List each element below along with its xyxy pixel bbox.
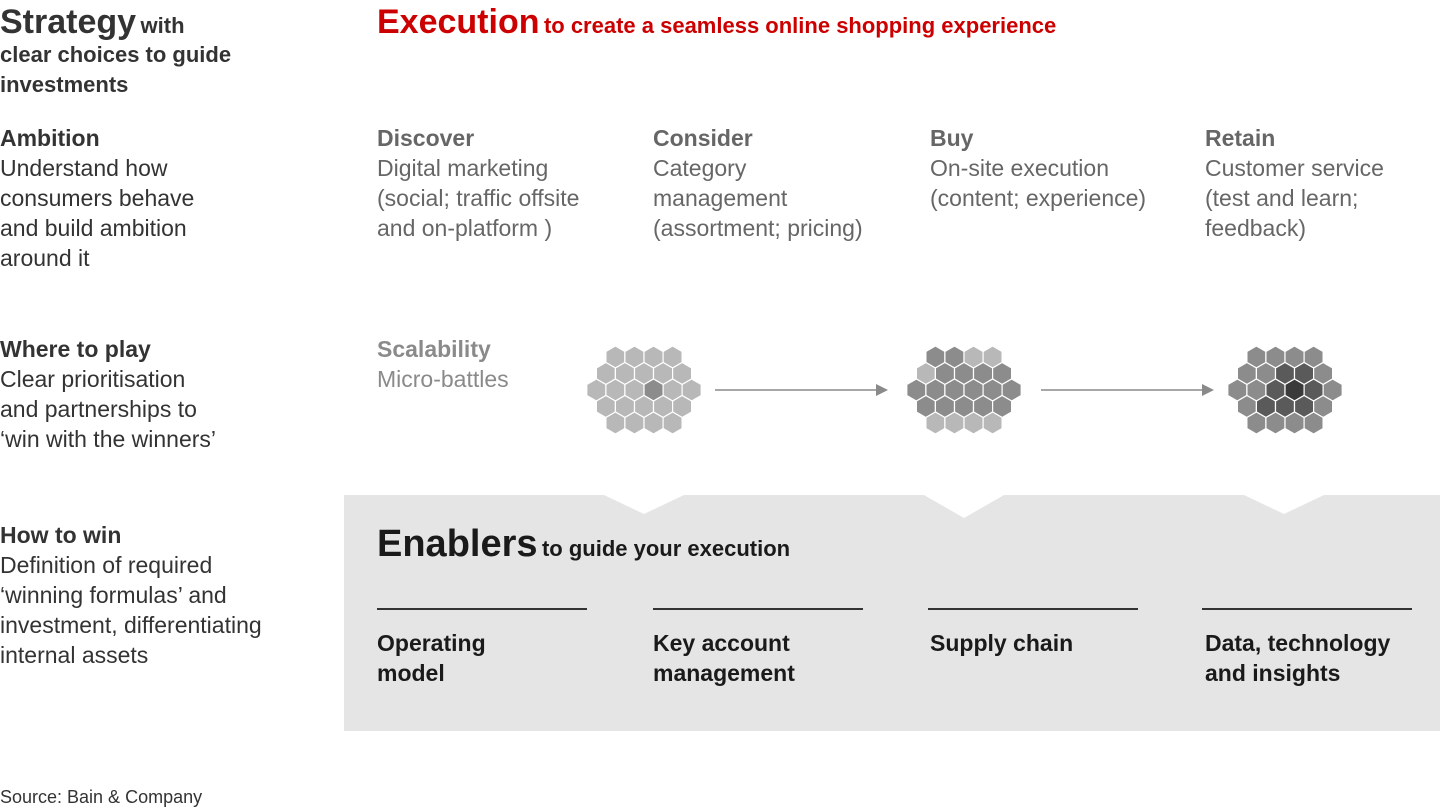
enablers-header: Enablers to guide your execution bbox=[377, 522, 1277, 566]
hex-cell bbox=[1284, 411, 1305, 435]
where-to-play-line-2: and partnerships to bbox=[0, 396, 197, 422]
hex-cell bbox=[963, 411, 984, 435]
strategy-title: Strategy bbox=[0, 3, 137, 41]
enabler-operating-model: Operating model bbox=[377, 628, 617, 688]
scalability-text: Micro-battles bbox=[377, 366, 509, 392]
arrow-1 bbox=[715, 384, 888, 396]
hex-cluster-3 bbox=[1227, 345, 1343, 435]
enabler-key-account-management: Key account management bbox=[653, 628, 893, 688]
stage-consider-heading: Consider bbox=[653, 125, 753, 151]
enabler-divider-2 bbox=[653, 608, 863, 610]
enablers-panel bbox=[344, 495, 1440, 731]
stage-retain-heading: Retain bbox=[1205, 125, 1276, 151]
stage-discover-heading: Discover bbox=[377, 125, 475, 151]
hex-cell bbox=[1265, 411, 1286, 435]
enabler-supply-chain: Supply chain bbox=[930, 628, 1170, 658]
stage-retain-line-3: feedback) bbox=[1205, 215, 1307, 241]
arrow-2 bbox=[1041, 384, 1214, 396]
execution-title: Execution bbox=[377, 3, 540, 41]
stage-consider: Consider Category management (assortment… bbox=[653, 123, 918, 243]
hex-cell bbox=[982, 411, 1003, 435]
hex-cell bbox=[624, 411, 645, 435]
stage-buy-heading: Buy bbox=[930, 125, 974, 151]
stage-retain: Retain Customer service (test and learn;… bbox=[1205, 123, 1435, 243]
stage-buy-line-2: (content; experience) bbox=[930, 185, 1147, 211]
enabler-1-line-2: model bbox=[377, 660, 445, 686]
enablers-subtitle: to guide your execution bbox=[541, 536, 791, 561]
enabler-divider-4 bbox=[1202, 608, 1412, 610]
hex-cell bbox=[605, 411, 626, 435]
hex-cell bbox=[643, 411, 664, 435]
strategy-header: Strategy with clear choices to guide inv… bbox=[0, 2, 330, 100]
source-note: Source: Bain & Company bbox=[0, 787, 203, 807]
stage-buy: Buy On-site execution (content; experien… bbox=[930, 123, 1195, 213]
how-to-win-line-4: internal assets bbox=[0, 642, 149, 668]
stage-discover-line-2: (social; traffic offsite bbox=[377, 185, 580, 211]
stage-discover: Discover Digital marketing (social; traf… bbox=[377, 123, 642, 243]
how-to-win-line-1: Definition of required bbox=[0, 552, 213, 578]
stage-consider-line-3: (assortment; pricing) bbox=[653, 215, 863, 241]
stage-discover-line-1: Digital marketing bbox=[377, 155, 549, 181]
enabler-divider-3 bbox=[928, 608, 1138, 610]
hex-cell bbox=[925, 411, 946, 435]
how-to-win-line-2: ‘winning formulas’ and bbox=[0, 582, 227, 608]
hex-cluster-2 bbox=[906, 345, 1022, 435]
ambition-line-2: consumers behave bbox=[0, 185, 195, 211]
where-to-play-line-1: Clear prioritisation bbox=[0, 366, 186, 392]
scalability-block: Scalability Micro-battles bbox=[377, 334, 577, 394]
execution-subtitle: to create a seamless online shopping exp… bbox=[543, 13, 1057, 38]
strategy-subtitle-2: investments bbox=[0, 72, 129, 97]
stage-consider-line-2: management bbox=[653, 185, 788, 211]
stage-consider-line-1: Category bbox=[653, 155, 747, 181]
ambition-line-3: and build ambition bbox=[0, 215, 187, 241]
ambition-block: Ambition Understand how consumers behave… bbox=[0, 123, 330, 273]
enabler-data-technology: Data, technology and insights bbox=[1205, 628, 1435, 688]
where-to-play-heading: Where to play bbox=[0, 336, 151, 362]
how-to-win-heading: How to win bbox=[0, 522, 122, 548]
hex-cell bbox=[944, 411, 965, 435]
hex-cell bbox=[662, 411, 683, 435]
enabler-4-line-1: Data, technology bbox=[1205, 630, 1391, 656]
ambition-heading: Ambition bbox=[0, 125, 100, 151]
enabler-divider-1 bbox=[377, 608, 587, 610]
strategy-title-suffix: with bbox=[140, 13, 185, 38]
ambition-line-4: around it bbox=[0, 245, 90, 271]
enabler-1-line-1: Operating bbox=[377, 630, 486, 656]
enabler-2-line-1: Key account bbox=[653, 630, 790, 656]
stage-discover-line-3: and on-platform ) bbox=[377, 215, 553, 241]
how-to-win-line-3: investment, differentiating bbox=[0, 612, 262, 638]
stage-retain-line-2: (test and learn; bbox=[1205, 185, 1359, 211]
hex-cell bbox=[1246, 411, 1267, 435]
hex-cell bbox=[1303, 411, 1324, 435]
strategy-subtitle-1: clear choices to guide bbox=[0, 42, 232, 67]
ambition-line-1: Understand how bbox=[0, 155, 168, 181]
scalability-heading: Scalability bbox=[377, 336, 491, 362]
enabler-4-line-2: and insights bbox=[1205, 660, 1341, 686]
enabler-3-line-1: Supply chain bbox=[930, 630, 1074, 656]
where-to-play-line-3: ‘win with the winners’ bbox=[0, 426, 217, 452]
hex-cluster-1 bbox=[586, 345, 702, 435]
stage-buy-line-1: On-site execution bbox=[930, 155, 1109, 181]
execution-header: Execution to create a seamless online sh… bbox=[377, 2, 1427, 42]
how-to-win-block: How to win Definition of required ‘winni… bbox=[0, 520, 330, 670]
stage-retain-line-1: Customer service bbox=[1205, 155, 1384, 181]
enabler-2-line-2: management bbox=[653, 660, 795, 686]
enablers-title: Enablers bbox=[377, 523, 538, 565]
where-to-play-block: Where to play Clear prioritisation and p… bbox=[0, 334, 330, 454]
